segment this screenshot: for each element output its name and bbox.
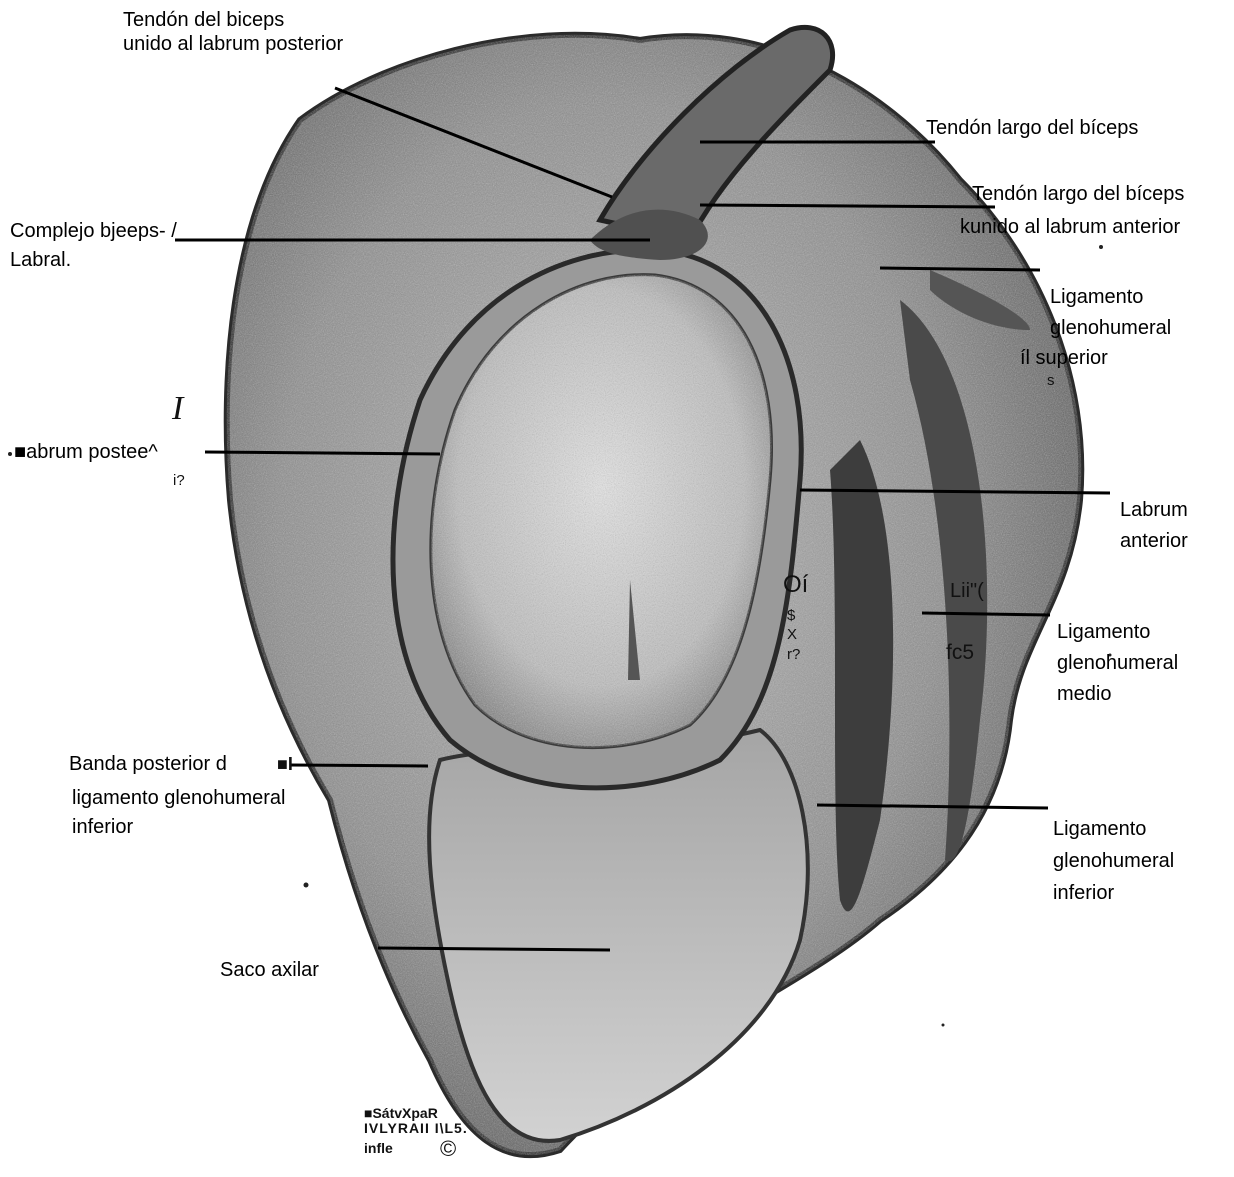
artifact-s: s [1047, 372, 1055, 389]
label-lig-inferior: Ligamento glenohumeral inferior [1053, 813, 1174, 909]
artifact-bar: ■I [277, 756, 293, 773]
artifact-x: X [787, 626, 797, 643]
artifact-i-question: i? [173, 472, 185, 489]
artifact-fc5: fc5 [946, 642, 974, 664]
credit-line-2: IVLYRAII I\L5. [364, 1120, 468, 1137]
label-lig-superior-tail: íl superior [1020, 346, 1108, 370]
artifact-li: Lii"( [950, 580, 984, 602]
label-saco-axilar: Saco axilar [220, 958, 319, 982]
label-labrum-anterior: Labrum anterior [1120, 495, 1188, 557]
label-banda-posterior-2: ligamento glenohumeral inferior [72, 784, 285, 842]
leader-labrum-posterior [205, 452, 440, 454]
label-tendon-biceps-posterior: Tendón del biceps unido al labrum poster… [123, 8, 343, 56]
label-tendon-largo-anterior-2: kunido al labrum anterior [960, 215, 1180, 239]
artifact-q: r? [787, 646, 800, 663]
label-labrum-posterior: ■abrum postee^ [14, 440, 158, 464]
leader-banda-posterior [290, 765, 428, 766]
artifact-italic-i: I [172, 398, 183, 420]
label-lig-superior: Ligamento glenohumeral [1050, 282, 1171, 344]
credit-line-3: infle [364, 1140, 393, 1157]
artifact-dollar: $ [787, 607, 795, 624]
artifact-oi: Oí [783, 574, 808, 596]
axillary-sac [429, 730, 808, 1141]
label-tendon-largo-biceps: Tendón largo del bíceps [926, 116, 1138, 140]
label-complejo-1: Complejo bjeeps- / [10, 219, 177, 243]
leader-tendon-anterior [700, 205, 995, 207]
leader-lig-superior [880, 268, 1040, 270]
leader-lig-medio [922, 613, 1050, 615]
label-lig-medio: Ligamento glenohumeral medio [1057, 617, 1178, 710]
copyright-mark: © [440, 1138, 456, 1160]
label-complejo-2: Labral. [10, 248, 71, 272]
leader-saco-axilar [378, 948, 610, 950]
label-tendon-largo-anterior-1: Tendón largo del bíceps [972, 182, 1184, 206]
label-banda-posterior-1: Banda posterior d [69, 752, 227, 776]
